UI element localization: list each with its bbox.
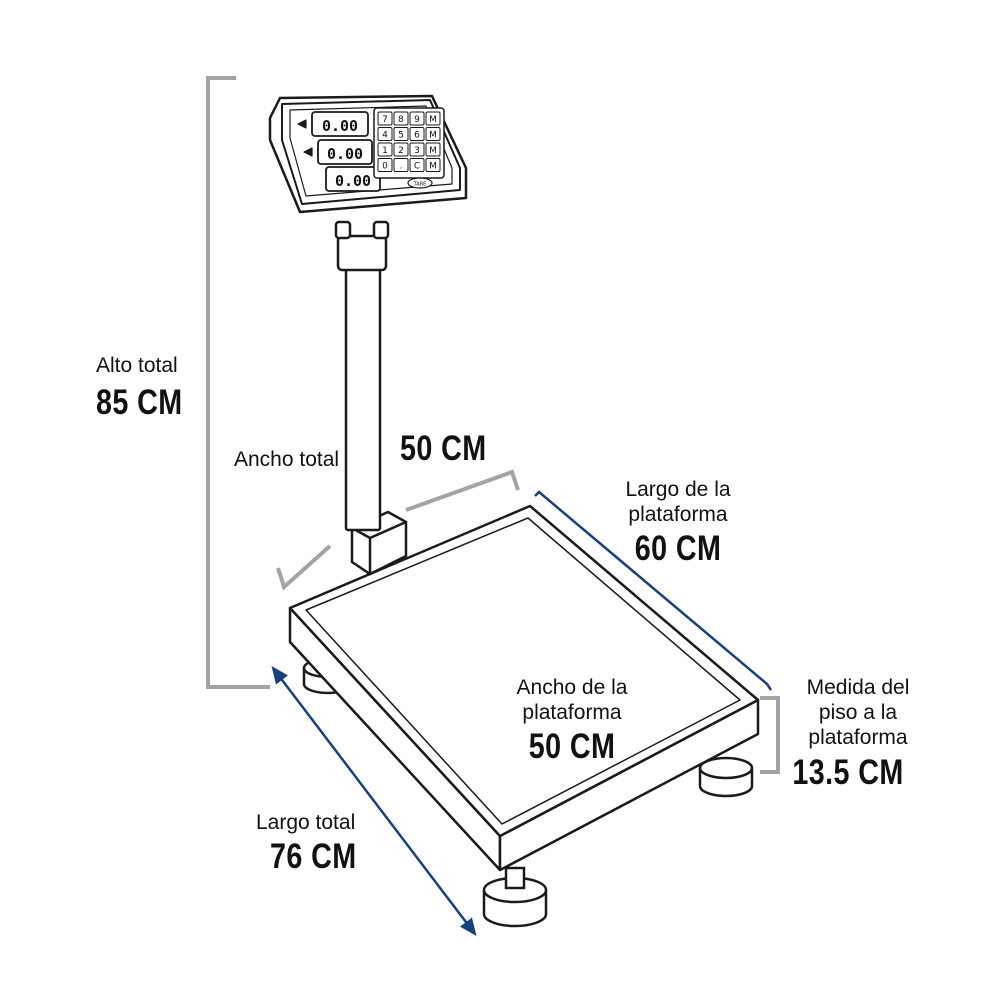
column	[334, 220, 408, 576]
keypad-key-label: 6	[414, 130, 420, 140]
largo-plataforma-caption-1: Largo de la	[625, 478, 731, 501]
keypad-key-label: M	[429, 130, 437, 140]
keypad-key	[409, 111, 425, 126]
keypad-key-label: 9	[414, 115, 420, 125]
keypad-key	[393, 142, 409, 157]
keypad-key-label: 5	[398, 130, 404, 140]
ancho-plataforma-value: 50 CM	[528, 727, 616, 766]
lcd-window-3	[325, 166, 381, 192]
largo-total-value: 76 CM	[270, 837, 357, 876]
keypad-key-label: 3	[414, 146, 420, 156]
alto-total-value: 85 CM	[96, 383, 183, 422]
height-bracket	[206, 76, 270, 689]
medida-piso-caption-3: plataforma	[808, 726, 908, 749]
keypad-key	[393, 111, 409, 126]
lcd-window-2	[317, 139, 373, 165]
keypad-key-label: M	[429, 161, 437, 171]
floor-height-bracket	[760, 696, 780, 774]
medida-piso-caption-2: piso a la	[818, 701, 898, 724]
keypad-key-label: 4	[382, 130, 388, 140]
keypad-key	[425, 127, 441, 141]
column-collar	[336, 234, 388, 272]
keypad-key	[425, 142, 441, 157]
column-pole	[344, 266, 382, 532]
largo-total-caption: Largo total	[256, 811, 356, 834]
ancho-total-caption: Ancho total	[234, 448, 340, 471]
platform	[288, 504, 760, 872]
lcd-readout-2: 0.00	[327, 145, 363, 163]
keypad-key-label: .	[400, 161, 403, 171]
keypad-key	[409, 127, 425, 141]
width-bracket	[276, 469, 520, 591]
keypad-key-label: 8	[398, 115, 404, 125]
total-length-line	[271, 666, 477, 936]
keypad-key-label: C	[414, 161, 420, 171]
medida-piso-caption-1: Medida del	[806, 676, 910, 699]
keypad-key	[377, 111, 393, 126]
foot-back-right	[698, 756, 754, 798]
tare-key-label: TARE	[413, 182, 427, 188]
keypad-key	[393, 158, 409, 172]
platform-length-line	[534, 490, 773, 691]
foot-front	[482, 866, 548, 928]
ancho-total-value: 50 CM	[400, 429, 487, 468]
keypad-key	[409, 142, 425, 157]
keypad-key-label: M	[429, 115, 437, 125]
keypad-key-label: 2	[398, 146, 404, 156]
lcd-readout-1: 0.00	[322, 117, 358, 135]
keypad-key	[425, 111, 441, 126]
alto-total-caption: Alto total	[96, 354, 178, 377]
keypad-key	[425, 158, 441, 172]
keypad-key-label: 0	[382, 161, 388, 171]
platform-top-inset	[305, 517, 741, 825]
tare-key: TARE	[407, 177, 433, 189]
keypad-key-label: M	[429, 146, 437, 156]
keypad-key	[377, 142, 393, 157]
keypad-key-label: 7	[382, 115, 388, 125]
keypad-key	[377, 127, 393, 141]
keypad-key	[409, 158, 425, 172]
ancho-plataforma-caption-2: plataforma	[522, 701, 622, 724]
keypad-key-label: 1	[382, 146, 388, 156]
lcd-readout-3: 0.00	[335, 172, 371, 190]
medida-piso-value: 13.5 CM	[792, 753, 904, 792]
lcd-window-1	[311, 111, 369, 137]
keypad-key	[393, 127, 409, 141]
largo-plataforma-value: 60 CM	[634, 529, 722, 568]
largo-plataforma-caption-2: plataforma	[628, 503, 728, 526]
keypad-key	[377, 158, 393, 172]
platform-top	[288, 504, 760, 838]
ancho-plataforma-caption-1: Ancho de la	[516, 676, 628, 699]
